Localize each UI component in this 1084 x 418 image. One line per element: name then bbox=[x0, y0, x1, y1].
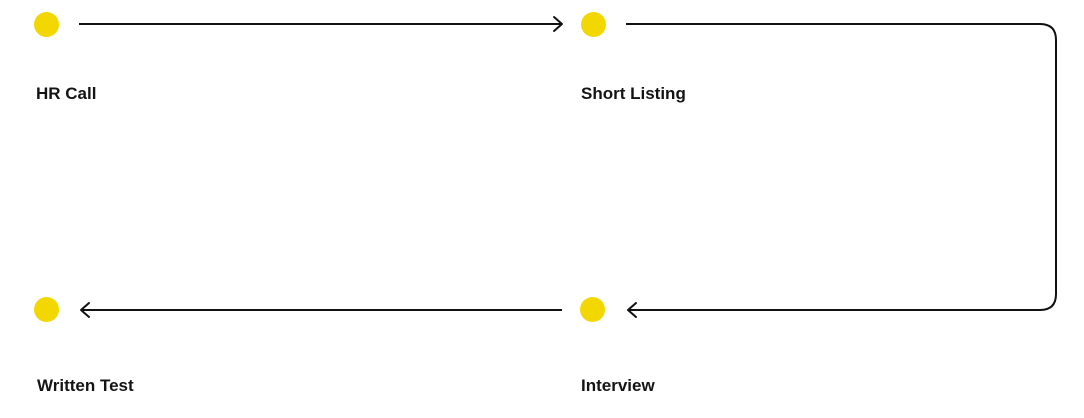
arrow-hr-call-to-short-listing bbox=[79, 16, 563, 32]
step-dot-written-test bbox=[34, 297, 59, 322]
step-dot-hr-call bbox=[34, 12, 59, 37]
step-dot-short-listing bbox=[581, 12, 606, 37]
step-label-interview: Interview bbox=[581, 376, 655, 395]
arrow-short-listing-to-interview bbox=[626, 23, 1057, 318]
step-label-hr-call: HR Call bbox=[36, 84, 97, 103]
step-label-short-listing: Short Listing bbox=[581, 84, 686, 103]
step-label-written-test: Written Test bbox=[37, 376, 134, 395]
step-dot-interview bbox=[580, 297, 605, 322]
arrow-interview-to-written-test bbox=[80, 302, 562, 318]
